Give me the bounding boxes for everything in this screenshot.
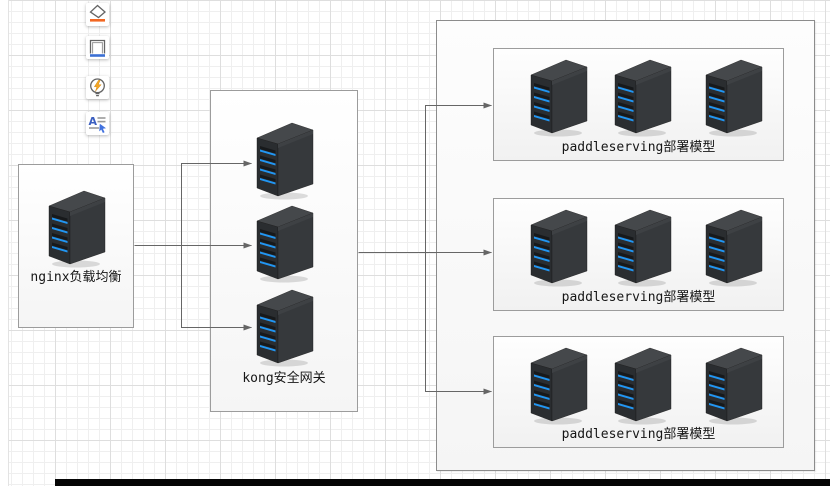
- server-icon[interactable]: [705, 209, 763, 287]
- server-icon[interactable]: [614, 347, 672, 425]
- svg-text:A: A: [89, 115, 98, 128]
- kong-label: kong安全网关: [242, 371, 326, 386]
- frame-icon: [89, 39, 106, 57]
- frame-tool-button[interactable]: [86, 36, 109, 59]
- server-icon[interactable]: [530, 59, 588, 137]
- server-icon[interactable]: [705, 347, 763, 425]
- server-icon[interactable]: [705, 59, 763, 137]
- server-icon[interactable]: [614, 209, 672, 287]
- paddleserving-cluster-3[interactable]: paddleserving部署模型: [493, 336, 784, 448]
- cluster-3-label: paddleserving部署模型: [561, 427, 716, 442]
- lightbulb-icon: [90, 78, 105, 97]
- cluster-2-label: paddleserving部署模型: [561, 290, 716, 305]
- server-icon[interactable]: [256, 289, 314, 367]
- canvas-left-edge: [0, 0, 9, 486]
- shape-icon: [89, 4, 106, 22]
- cluster-1-label: paddleserving部署模型: [561, 140, 716, 155]
- server-icon[interactable]: [530, 347, 588, 425]
- deployment-container-box[interactable]: paddleserving部署模型 paddleserving部署模型 padd…: [436, 20, 815, 471]
- server-icon[interactable]: [614, 59, 672, 137]
- server-icon[interactable]: [256, 205, 314, 283]
- shape-tool-button[interactable]: [86, 3, 109, 26]
- paddleserving-cluster-1[interactable]: paddleserving部署模型: [493, 48, 784, 161]
- kong-node-box[interactable]: kong安全网关: [210, 90, 358, 412]
- format-tool-button[interactable]: A: [86, 112, 109, 135]
- text-format-icon: A: [89, 115, 106, 133]
- nginx-label: nginx负载均衡: [30, 270, 122, 285]
- paddleserving-cluster-2[interactable]: paddleserving部署模型: [493, 198, 784, 311]
- nginx-node-box[interactable]: nginx负载均衡: [18, 164, 134, 328]
- server-icon[interactable]: [256, 122, 314, 200]
- bottom-window-edge: [55, 479, 830, 486]
- server-icon[interactable]: [48, 190, 106, 268]
- idea-tool-button[interactable]: [86, 76, 109, 99]
- server-icon[interactable]: [530, 209, 588, 287]
